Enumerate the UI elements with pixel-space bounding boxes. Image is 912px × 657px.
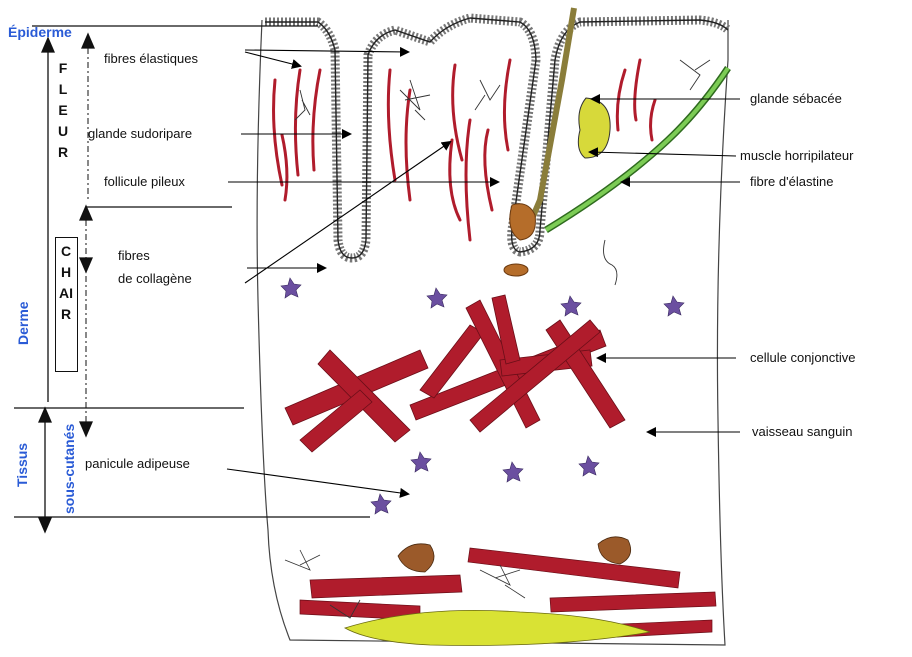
hair-bulb xyxy=(510,204,536,240)
flesh-lower-label: CHAIR xyxy=(59,241,73,325)
label-cellule-conjonctive: cellule conjonctive xyxy=(750,350,856,365)
subcutaneous-label-2: sous-cutanés xyxy=(61,424,77,514)
flesh-upper-label: FLEUR xyxy=(56,58,70,163)
dermis-label: Derme xyxy=(15,301,31,345)
label-vaisseau-sanguin: vaisseau sanguin xyxy=(752,424,852,439)
collagen-bundles xyxy=(285,295,625,452)
label-fibre-elastine: fibre d'élastine xyxy=(750,174,833,189)
label-fibres-collagene-1: fibres xyxy=(118,248,150,263)
label-panicule-adipeuse: panicule adipeuse xyxy=(85,456,190,471)
follicle-base xyxy=(504,264,528,276)
fine-fibres xyxy=(295,60,710,285)
sebaceous-gland xyxy=(578,98,610,158)
label-fibres-collagene-2: de collagène xyxy=(118,271,192,286)
label-glande-sudoripare: glande sudoripare xyxy=(88,126,192,141)
epidermis-label: Épiderme xyxy=(8,24,72,40)
label-follicule-pileux: follicule pileux xyxy=(104,174,185,189)
label-muscle-horripilateur: muscle horripilateur xyxy=(740,148,853,163)
label-glande-sebacee: glande sébacée xyxy=(750,91,842,106)
label-fibres-elastiques: fibres élastiques xyxy=(104,51,198,66)
elastin-fibre xyxy=(546,68,728,230)
subcutaneous-label-1: Tissus xyxy=(14,443,30,487)
